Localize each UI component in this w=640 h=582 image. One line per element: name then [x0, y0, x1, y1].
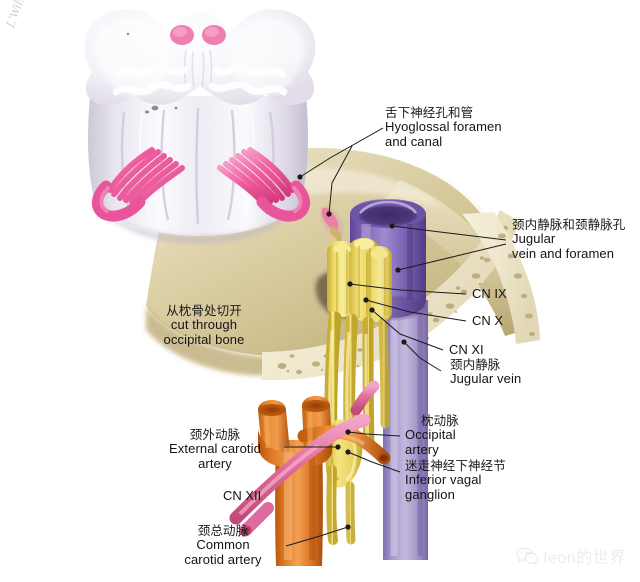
label-inferior-vagal-ganglion: 迷走神经下神经节 Inferior vagal ganglion [405, 459, 506, 502]
hypoglossal-rootlets [92, 147, 310, 222]
label-jugular-vein-en: Jugular vein [450, 371, 522, 386]
carotid-arteries [258, 396, 391, 566]
label-inferior-vagal-en1: Inferior vagal [405, 472, 482, 487]
label-jugular-vein-and-foramen: 颈内静脉和颈静脉孔 Jugular vein and foramen [512, 218, 625, 261]
cancellous-bone-right [462, 212, 540, 344]
hypoglossal-canal [320, 206, 344, 248]
label-jugular-vein: 颈内静脉 Jugular vein [450, 358, 521, 387]
label-inferior-vagal-cn: 迷走神经下神经节 [405, 459, 506, 473]
label-jugular-vein-cn: 颈内静脉 [450, 358, 501, 372]
label-inferior-vagal-en2: ganglion [405, 486, 455, 502]
label-cn-ix: CN IX [472, 286, 507, 301]
label-cn-x: CN X [472, 313, 504, 328]
label-occipital-artery-en1: Occipital [405, 427, 456, 442]
medulla-oblongata [84, 9, 316, 244]
label-cut-through-occipital-bone: 从枕骨处切开 cut through occipital bone [146, 304, 262, 347]
label-external-carotid-en2: artery [198, 455, 232, 471]
label-cut-occipital-en2: occipital bone [163, 331, 245, 347]
label-occipital-artery-en2: artery [405, 441, 439, 457]
label-common-carotid-en1: Common [196, 537, 250, 552]
crossing-vessel-magenta [229, 380, 380, 537]
label-hypoglossal-foramen: 舌下神经孔和管 Hyoglossal foramen and canal [385, 106, 502, 149]
label-common-carotid-cn: 颈总动脉 [197, 524, 249, 538]
label-hypoglossal-foramen-en1: Hyoglossal foramen [385, 119, 502, 134]
wechat-icon [515, 547, 538, 565]
label-external-carotid-en1: External carotid [169, 441, 261, 456]
label-cn-xii: CN XII [223, 488, 262, 503]
label-external-carotid-artery: 颈外动脉 External carotid artery [148, 428, 282, 471]
label-jugular-foramen-cn: 颈内静脉和颈静脉孔 [512, 218, 626, 232]
label-cn-xi: CN XI [449, 342, 484, 357]
label-common-carotid-en2: carotid artery [184, 551, 262, 567]
leader-lines [284, 127, 507, 547]
label-cut-occipital-cn: 从枕骨处切开 [166, 304, 242, 318]
label-jugular-foramen-en1: Jugular [512, 231, 556, 246]
label-cut-occipital-en1: cut through [170, 317, 238, 332]
cranial-nerves-yellow [324, 238, 392, 545]
watermark-text: leon的世界 [543, 550, 626, 567]
label-common-carotid-artery: 颈总动脉 Common carotid artery [160, 524, 286, 567]
label-external-carotid-cn: 颈外动脉 [189, 428, 241, 442]
label-hypoglossal-foramen-cn: 舌下神经孔和管 [385, 106, 474, 120]
label-occipital-artery: 枕动脉 Occipital artery [405, 414, 459, 457]
hypoglossal-nuclei [170, 25, 226, 45]
label-occipital-artery-cn: 枕动脉 [421, 414, 459, 428]
label-jugular-foramen-en2: vein and foramen [512, 245, 615, 261]
wechat-watermark: leon的世界 [515, 544, 626, 568]
label-hypoglossal-foramen-en2: and canal [385, 133, 443, 149]
